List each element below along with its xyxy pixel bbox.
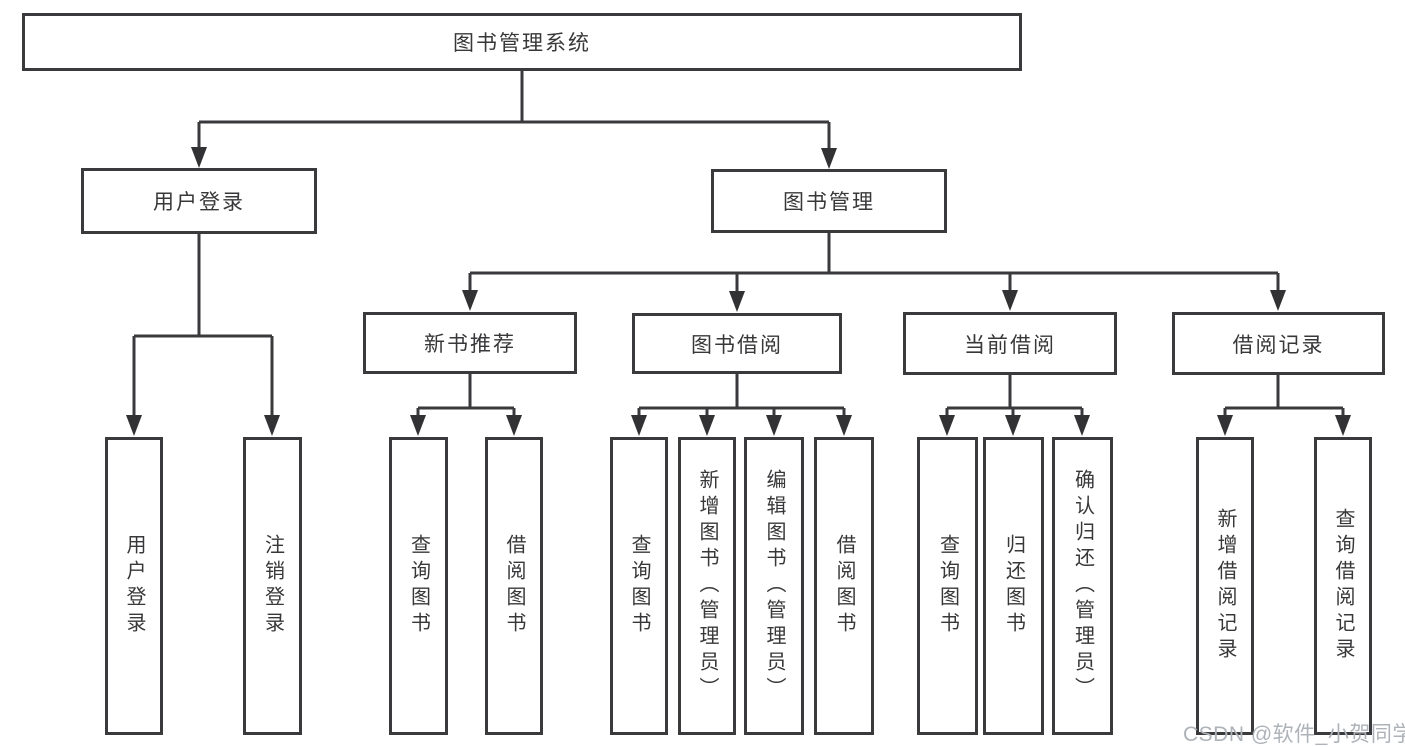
leaf-edit-books-admin-label: 编辑图书（管理员） (763, 469, 785, 703)
leaf-query-books-borrow: 查询图书 (610, 437, 668, 735)
watermark: CSDN @软件_小贺同学 (1183, 723, 1405, 746)
node-book-management: 图书管理 (711, 169, 947, 233)
leaf-user-login: 用户登录 (105, 437, 163, 735)
leaf-return-books-label: 归还图书 (1002, 534, 1025, 638)
connector-borrow-records-to-leaves (1217, 375, 1351, 436)
connector-user-login-to-leaves (126, 234, 280, 436)
leaf-query-books-recommend: 查询图书 (389, 437, 448, 735)
leaf-query-books-current-label: 查询图书 (936, 534, 959, 638)
leaf-add-borrow-record-label: 新增借阅记录 (1214, 508, 1236, 664)
node-new-book-recommend: 新书推荐 (363, 312, 577, 374)
connector-root-to-level1 (191, 71, 837, 169)
node-borrow-records-label: 借阅记录 (1232, 333, 1325, 357)
connector-book-mgmt-to-level2 (462, 233, 1286, 312)
node-user-login-label: 用户登录 (153, 191, 245, 214)
connector-new-books-to-leaves (410, 374, 522, 436)
node-current-borrow-label: 当前借阅 (964, 333, 1056, 357)
leaf-borrow-books-recommend: 借阅图书 (485, 437, 543, 735)
leaf-add-books-admin-label: 新增图书（管理员） (696, 469, 718, 703)
leaf-edit-books-admin: 编辑图书（管理员） (744, 437, 804, 735)
node-book-management-label: 图书管理 (783, 191, 875, 214)
node-current-borrow: 当前借阅 (903, 312, 1117, 375)
leaf-return-books: 归还图书 (983, 437, 1044, 735)
leaf-logout: 注销登录 (243, 437, 302, 735)
node-borrow-records: 借阅记录 (1172, 312, 1385, 375)
leaf-query-books-borrow-label: 查询图书 (628, 534, 650, 638)
node-book-borrow-label: 图书借阅 (691, 333, 783, 357)
leaf-query-books-current: 查询图书 (917, 437, 978, 735)
leaf-borrow-books: 借阅图书 (814, 437, 874, 735)
leaf-confirm-return-admin: 确认归还（管理员） (1052, 437, 1113, 735)
leaf-add-books-admin: 新增图书（管理员） (678, 437, 736, 735)
node-user-login: 用户登录 (81, 168, 317, 234)
leaf-borrow-books-recommend-label: 借阅图书 (503, 534, 525, 638)
leaf-add-borrow-record: 新增借阅记录 (1196, 437, 1254, 735)
leaf-borrow-books-label: 借阅图书 (833, 534, 855, 638)
node-book-borrow: 图书借阅 (632, 313, 842, 374)
node-new-book-recommend-label: 新书推荐 (424, 333, 516, 356)
leaf-query-books-recommend-label: 查询图书 (407, 534, 430, 638)
connector-book-borrow-to-leaves (631, 374, 852, 436)
leaf-query-borrow-record: 查询借阅记录 (1314, 437, 1372, 735)
leaf-query-borrow-record-label: 查询借阅记录 (1332, 508, 1354, 664)
leaf-confirm-return-admin-label: 确认归还（管理员） (1071, 469, 1094, 703)
leaf-user-login-label: 用户登录 (123, 534, 145, 638)
node-root-label: 图书管理系统 (453, 32, 591, 55)
connector-current-borrow-to-leaves (939, 375, 1090, 436)
node-root: 图书管理系统 (22, 13, 1022, 71)
leaf-logout-label: 注销登录 (261, 534, 284, 638)
